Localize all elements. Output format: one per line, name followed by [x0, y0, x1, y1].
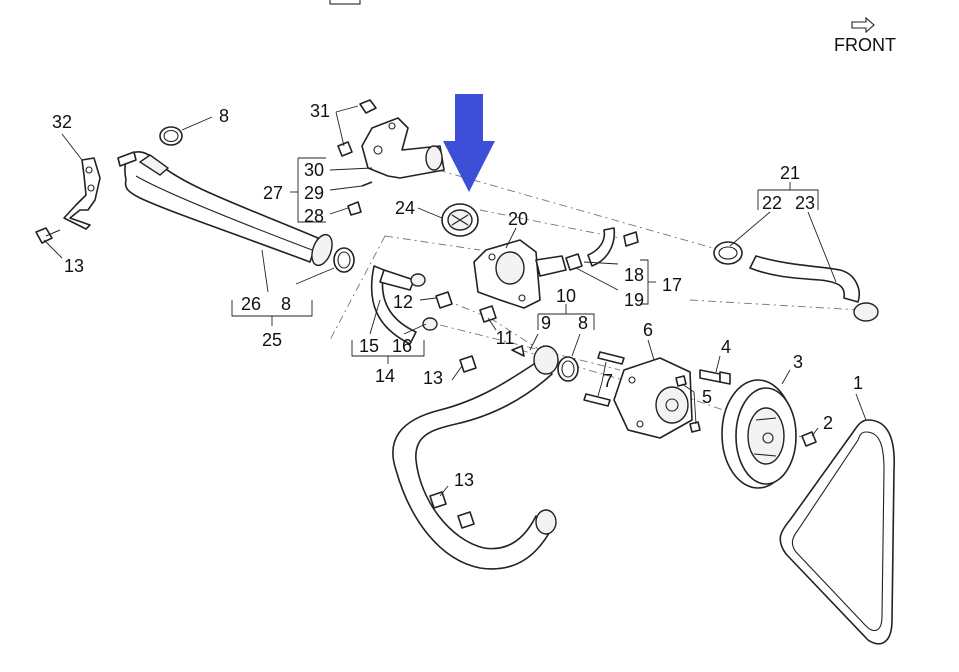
- callout-26: 26: [241, 294, 261, 314]
- callout-6: 6: [643, 320, 653, 340]
- callout-24: 24: [395, 198, 415, 218]
- front-indicator: FRONT: [834, 16, 896, 55]
- callout-13-left: 13: [64, 256, 84, 276]
- group-brackets: [231, 157, 819, 364]
- bolt-4: [699, 369, 731, 385]
- callout-31: 31: [310, 101, 330, 121]
- callout-4: 4: [721, 337, 731, 357]
- callout-11: 11: [496, 328, 515, 348]
- bolt-13-middle: [459, 355, 477, 373]
- water-pump-6: [613, 357, 693, 439]
- thermostat-24: [441, 203, 479, 237]
- front-arrow-icon: [851, 16, 875, 34]
- cropped-fragment: [329, 0, 361, 5]
- callout-28: 28: [304, 206, 324, 226]
- bolt-13-left: [35, 227, 61, 244]
- callout-8-mid: 8: [281, 294, 291, 314]
- clamp-22: [713, 241, 743, 265]
- bolt-31-lower: [337, 141, 353, 157]
- callout-1: 1: [853, 373, 863, 393]
- callout-15: 15: [359, 336, 379, 356]
- nut-5-upper: [675, 375, 687, 387]
- pin-29: [361, 181, 373, 187]
- callout-18: 18: [624, 265, 644, 285]
- callout-20: 20: [508, 209, 528, 229]
- front-label: FRONT: [834, 35, 896, 55]
- callout-14: 14: [375, 366, 395, 386]
- callout-16: 16: [392, 336, 412, 356]
- leader-lines: [43, 105, 867, 497]
- thermostat-housing-20: [473, 239, 567, 309]
- callout-17: 17: [662, 275, 682, 295]
- nut-5-lower: [689, 421, 701, 433]
- pulley-3: [721, 379, 797, 489]
- drive-belt-1: [779, 419, 895, 645]
- callout-13-lower: 13: [454, 470, 474, 490]
- callout-8-top: 8: [219, 106, 229, 126]
- o-ring-8-top: [159, 126, 183, 146]
- callout-labels: 32 13 8 31 30 27 29 28 24 20 21 22 23 18…: [52, 101, 863, 490]
- callout-10: 10: [556, 286, 576, 306]
- callout-23: 23: [795, 193, 815, 213]
- callout-3: 3: [793, 352, 803, 372]
- callout-2: 2: [823, 413, 833, 433]
- hose-26: [117, 151, 333, 267]
- bolt-12: [435, 291, 453, 309]
- callout-22: 22: [762, 193, 782, 213]
- callout-7: 7: [603, 371, 613, 391]
- callout-19: 19: [624, 290, 644, 310]
- callout-25: 25: [262, 330, 282, 350]
- clamp-23-end: [853, 302, 879, 322]
- clip-19: [565, 253, 583, 271]
- hose-18: [587, 227, 639, 267]
- highlight-arrow: [443, 94, 495, 192]
- bracket-32: [63, 157, 101, 230]
- o-ring-8-mid: [333, 247, 355, 273]
- stud-7-lower: [583, 393, 611, 407]
- callout-12: 12: [393, 292, 413, 312]
- bolt-31: [359, 99, 377, 114]
- callout-27: 27: [263, 183, 283, 203]
- hose-23: [713, 241, 879, 322]
- bolt-28: [347, 201, 362, 216]
- callout-13-middle: 13: [423, 368, 443, 388]
- hose-15: [370, 265, 438, 345]
- outlet-flange-30: [361, 117, 445, 179]
- callout-8-right: 8: [578, 313, 588, 333]
- callout-30: 30: [304, 160, 324, 180]
- callout-9: 9: [541, 313, 551, 333]
- callout-32: 32: [52, 112, 72, 132]
- o-ring-8-right: [557, 356, 579, 382]
- stud-7-upper: [597, 351, 625, 365]
- callout-5: 5: [702, 387, 712, 407]
- hose-9: [392, 345, 559, 570]
- callout-21: 21: [780, 163, 800, 183]
- bolt-11: [479, 305, 497, 323]
- callout-29: 29: [304, 183, 324, 203]
- bolt-13-lower: [429, 491, 447, 509]
